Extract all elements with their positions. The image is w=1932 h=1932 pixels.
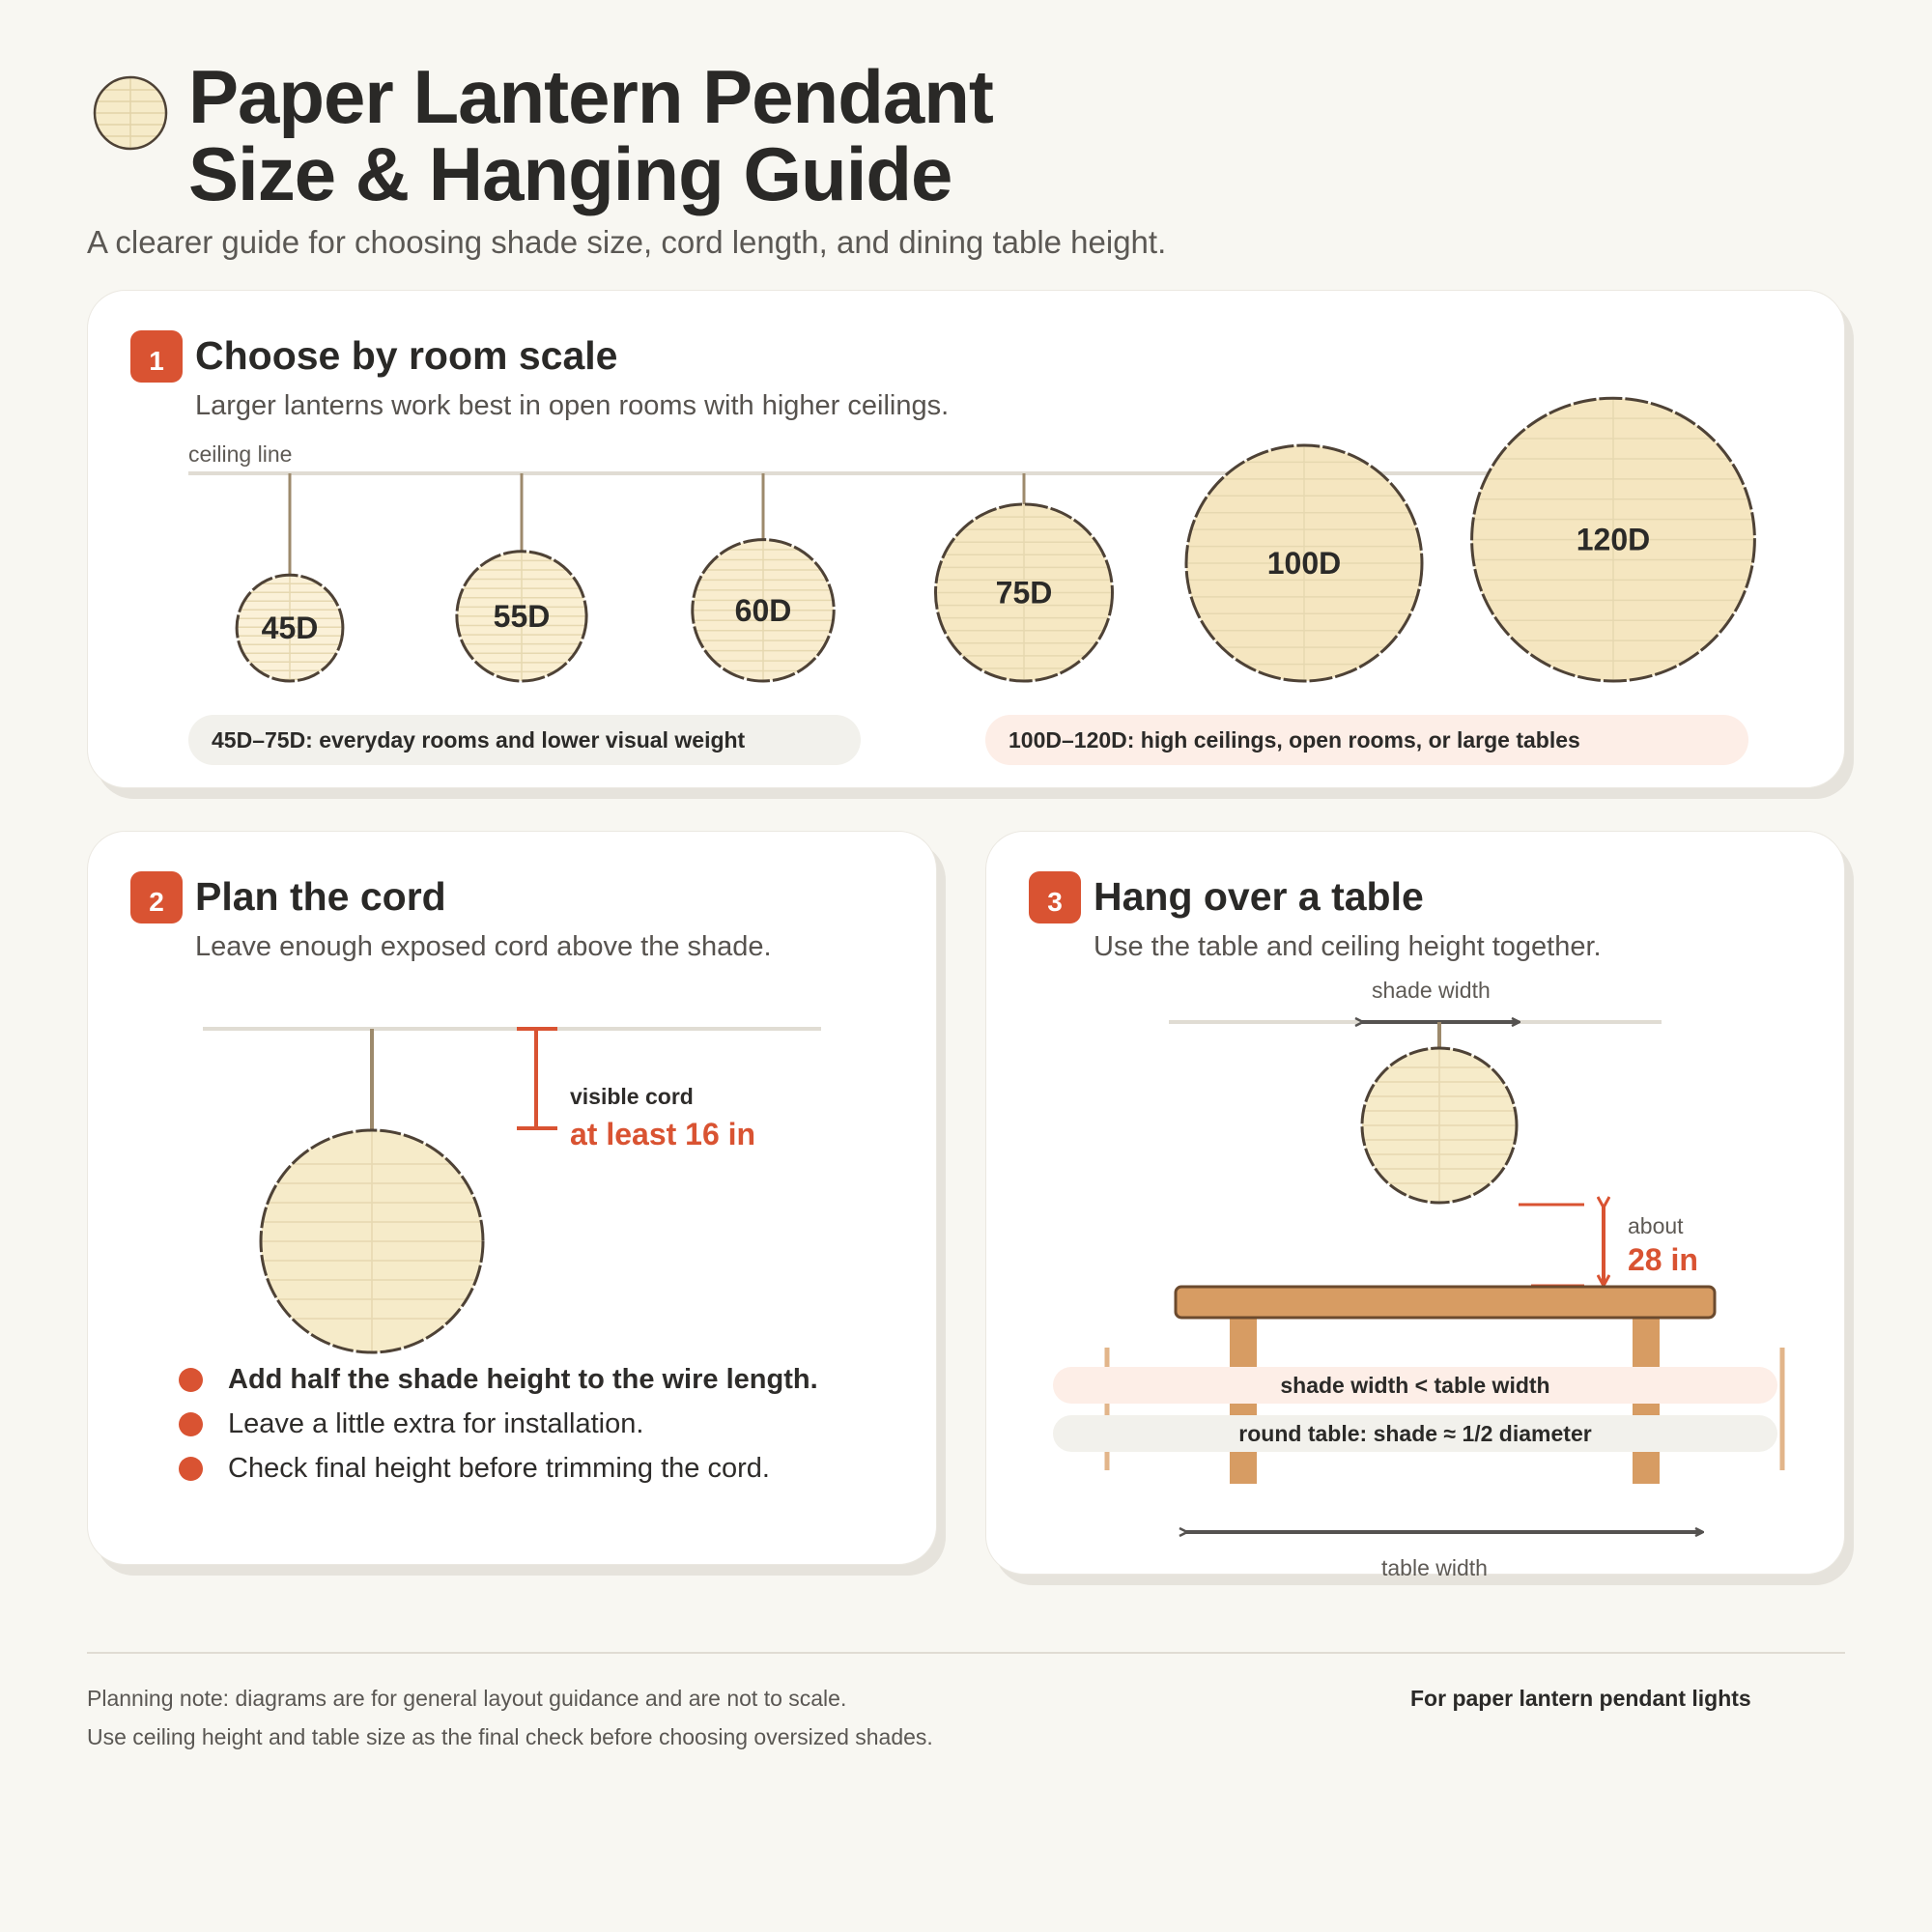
lantern-100D: 100D <box>1184 443 1424 683</box>
title-line-1: Paper Lantern Pendant <box>188 54 994 139</box>
lantern-75D: 75D <box>934 473 1114 683</box>
shade-width-label: shade width <box>1372 978 1491 1003</box>
lantern-size-label: 120D <box>1577 523 1651 557</box>
footer-note-1: Planning note: diagrams are for general … <box>87 1686 847 1711</box>
gap-value: 28 in <box>1628 1242 1698 1277</box>
section-3-subtitle: Use the table and ceiling height togethe… <box>1094 931 1602 962</box>
title-line-2: Size & Hanging Guide <box>188 131 952 216</box>
section-cord-card <box>87 831 937 1565</box>
lantern-size-label: 60D <box>735 593 792 628</box>
bullet-text: Add half the shade height to the wire le… <box>228 1363 818 1395</box>
bullet-item: Add half the shade height to the wire le… <box>179 1357 818 1402</box>
section-1-badge: 1 <box>130 330 183 383</box>
section-3-badge: 3 <box>1029 871 1081 923</box>
page-title: Paper Lantern Pendant Size & Hanging Gui… <box>188 58 1251 213</box>
section-3-title: Hang over a table <box>1094 874 1424 919</box>
lantern-size-label: 75D <box>996 576 1053 611</box>
cord-lantern-icon <box>259 1128 485 1354</box>
section-1-subtitle: Larger lanterns work best in open rooms … <box>195 390 950 421</box>
footer-note-2: Use ceiling height and table size as the… <box>87 1724 933 1749</box>
cord-bullets: Add half the shade height to the wire le… <box>179 1357 818 1491</box>
section-2-subtitle: Leave enough exposed cord above the shad… <box>195 931 772 962</box>
lantern-55D: 55D <box>455 473 588 683</box>
table-lantern-icon <box>1360 1046 1519 1205</box>
visible-cord-label: visible cord <box>570 1084 694 1109</box>
lantern-60D: 60D <box>691 473 836 683</box>
bullet-item: Leave a little extra for installation. <box>179 1402 818 1446</box>
lantern-120D: 120D <box>1470 396 1756 683</box>
pill-small-lanterns: 45D–75D: everyday rooms and lower visual… <box>188 715 861 765</box>
lantern-size-diagram: 45D 55D 60D 75D 100D 120D <box>188 396 1756 683</box>
section-2-badge: 2 <box>130 871 183 923</box>
cord-measure-bracket <box>517 1027 557 1130</box>
table-width-label: table width <box>1381 1555 1488 1580</box>
section-2-title: Plan the cord <box>195 874 446 919</box>
visible-cord-value: at least 16 in <box>570 1117 756 1151</box>
lantern-logo-icon <box>93 75 168 151</box>
ceiling-line-label: ceiling line <box>188 441 293 467</box>
section-1-title: Choose by room scale <box>195 333 618 378</box>
bullet-dot-icon <box>179 1456 203 1481</box>
rule-pill-pink <box>1053 1367 1777 1404</box>
rule-round-table: round table: shade ≈ 1/2 diameter <box>1238 1421 1592 1446</box>
cord-diagram <box>203 1027 821 1354</box>
pill-large-lanterns: 100D–120D: high ceilings, open rooms, or… <box>985 715 1748 765</box>
footer-divider <box>87 1652 1845 1654</box>
bullet-text: Leave a little extra for installation. <box>228 1407 644 1439</box>
bullet-dot-icon <box>179 1367 203 1392</box>
table-diagram <box>1053 0 1785 1594</box>
bullet-dot-icon <box>179 1411 203 1436</box>
footer-notes: Planning note: diagrams are for general … <box>87 1679 933 1756</box>
footer-product-label: For paper lantern pendant lights <box>1410 1686 1751 1711</box>
page-subtitle: A clearer guide for choosing shade size,… <box>87 224 1167 260</box>
bullet-text: Check final height before trimming the c… <box>228 1452 770 1484</box>
lantern-size-label: 55D <box>494 599 551 634</box>
lantern-size-label: 45D <box>262 611 319 645</box>
gap-label: about <box>1628 1213 1684 1238</box>
rule-shade-vs-table: shade width < table width <box>1280 1373 1550 1398</box>
lantern-size-label: 100D <box>1267 546 1342 581</box>
rule-pill-grey <box>1053 1415 1777 1452</box>
bullet-item: Check final height before trimming the c… <box>179 1446 818 1491</box>
